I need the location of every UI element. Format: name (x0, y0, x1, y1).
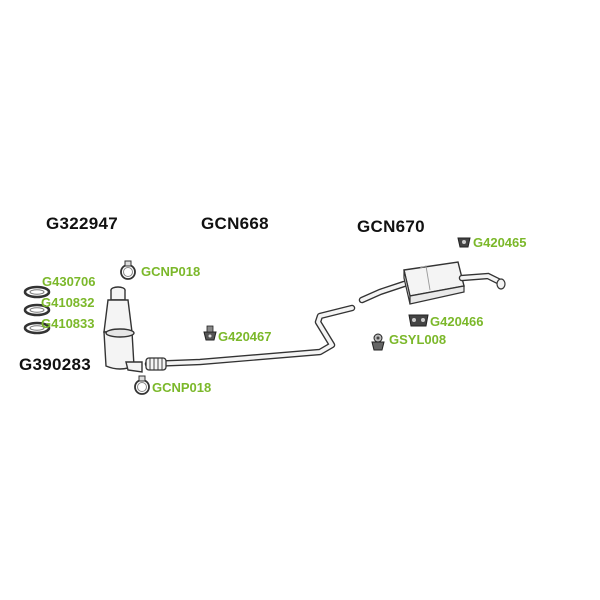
clamp-gcnp018-top-icon[interactable] (120, 260, 136, 280)
mounting-kit-gsyl008-icon[interactable] (371, 333, 385, 351)
label-gcnp018-top[interactable]: GCNP018 (141, 264, 201, 279)
gasket-g410833-icon[interactable] (23, 321, 51, 335)
gasket-g410832-icon[interactable] (23, 303, 51, 317)
label-g410832[interactable]: G410832 (41, 295, 95, 310)
middle-pipe-gcn668-icon[interactable] (144, 304, 356, 371)
rubber-mount-g420465-icon[interactable] (457, 237, 471, 248)
clamp-gcnp018-bottom-icon[interactable] (134, 375, 150, 395)
label-gcn668[interactable]: GCN668 (201, 214, 269, 233)
label-g390283[interactable]: G390283 (19, 355, 92, 374)
label-gsyl008[interactable]: GSYL008 (389, 332, 447, 347)
catalytic-converter-g390283-icon[interactable] (103, 286, 143, 373)
label-g420466[interactable]: G420466 (430, 314, 484, 329)
label-gcn670[interactable]: GCN670 (357, 217, 425, 236)
rear-silencer-gcn670-icon[interactable] (358, 261, 506, 305)
label-gcnp018-bottom[interactable]: GCNP018 (152, 380, 212, 395)
gasket-g430706-icon[interactable] (23, 285, 51, 299)
label-g430706[interactable]: G430706 (42, 274, 96, 289)
label-g420467[interactable]: G420467 (218, 329, 272, 344)
rubber-mount-g420467-icon[interactable] (203, 325, 217, 341)
rubber-mount-g420466-icon[interactable] (408, 314, 429, 327)
label-g410833[interactable]: G410833 (41, 316, 95, 331)
label-g322947[interactable]: G322947 (46, 214, 119, 233)
label-g420465[interactable]: G420465 (473, 235, 527, 250)
